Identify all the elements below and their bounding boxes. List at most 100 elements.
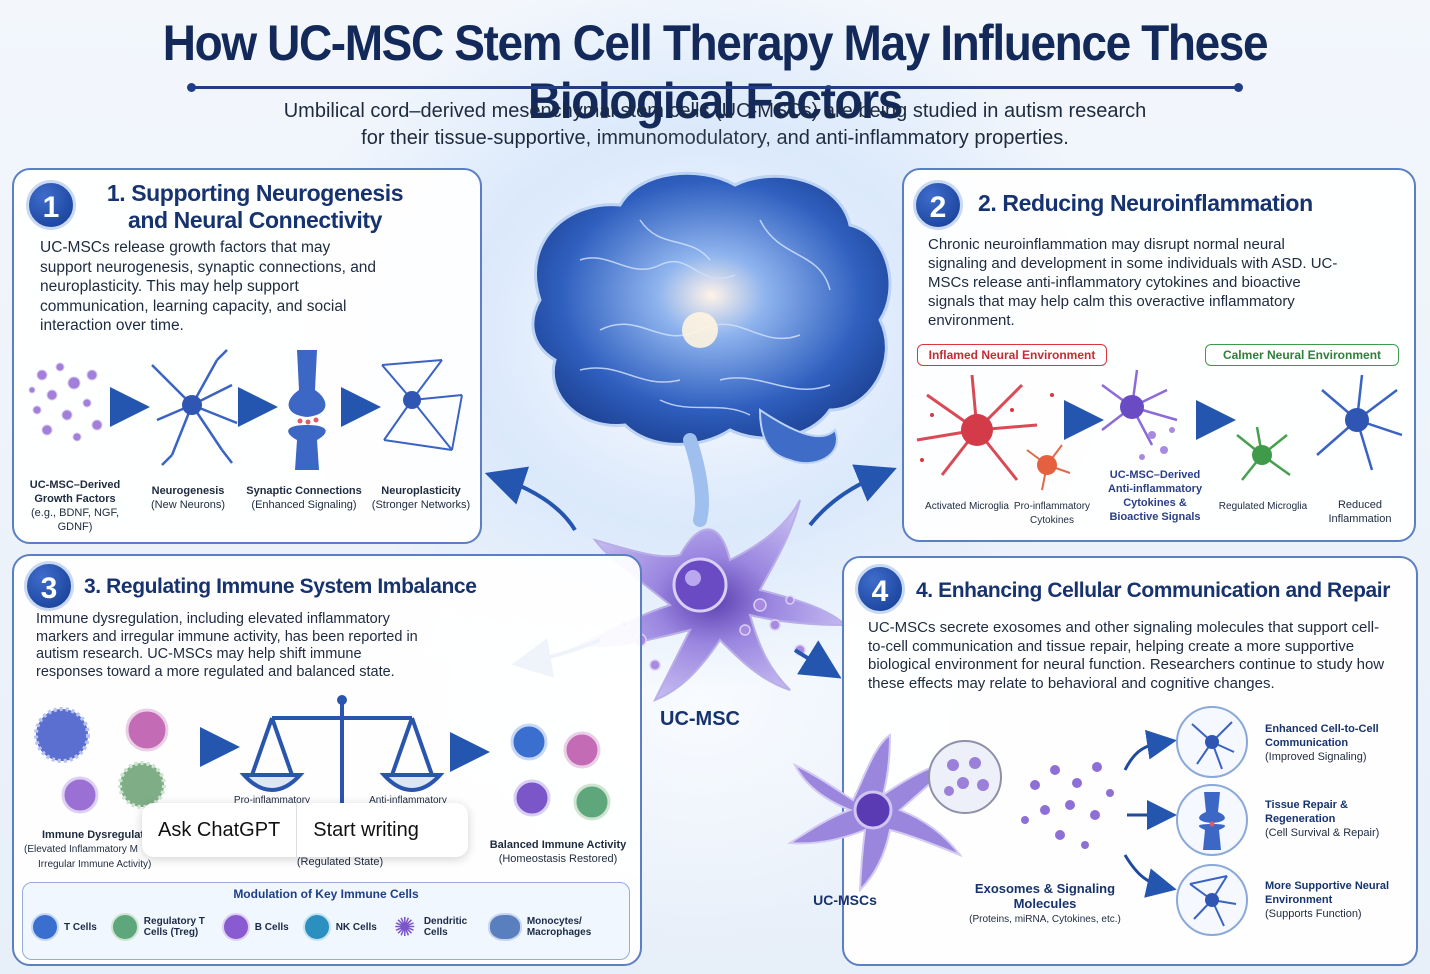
legend-label-dendritic: Dendritic Cells <box>423 916 468 938</box>
balanced-caption: Balanced Immune Activity (Homeostasis Re… <box>486 838 630 866</box>
outcome-2-title: Tissue Repair & Regeneration <box>1265 799 1348 825</box>
arrow-4c <box>1123 854 1177 898</box>
step-4-detail: (Stronger Networks) <box>371 499 471 511</box>
macrophage-icon <box>487 913 522 941</box>
signaling-molecules-icon <box>1021 762 1114 849</box>
exosome-vesicle-icon <box>928 740 1002 814</box>
panel-2-body: Chronic neuroinflammation may disrupt no… <box>928 236 1338 329</box>
title-underline <box>190 86 1240 89</box>
panel-4-number: 4 <box>855 564 905 614</box>
ask-chatgpt-button[interactable]: Ask ChatGPT <box>158 819 281 841</box>
step-neuroplasticity: Neuroplasticity (Stronger Networks) <box>368 484 474 512</box>
network-node <box>403 391 421 409</box>
tissue-repair-icon <box>1176 784 1248 856</box>
scale-left-label: Pro-inflammatory <box>233 795 311 806</box>
treg-cell-icon <box>110 913 139 941</box>
balanced-detail: (Homeostasis Restored) <box>498 853 618 865</box>
cytokine-cell-icon <box>1026 444 1071 491</box>
synapse-icon <box>288 350 326 470</box>
nk-cell-icon <box>302 913 331 941</box>
pill-calmer: Calmer Neural Environment <box>1205 344 1399 366</box>
caption-regulated-microglia: Regulated Microglia <box>1218 501 1308 512</box>
outcome-3-title: More Supportive Neural Environment <box>1265 880 1390 906</box>
neural-environment-icon <box>1176 864 1248 936</box>
uc-mscs-icon <box>786 733 963 893</box>
panel-1-title: 1. Supporting Neurogenesis and Neural Co… <box>95 180 415 234</box>
panel-2-illustration <box>916 369 1403 491</box>
legend-item-dendritic: ✺ Dendritic Cells <box>391 913 474 941</box>
legend-label-treg: Regulatory T Cells (Treg) <box>143 916 205 938</box>
pill-inflamed: Inflamed Neural Environment <box>917 344 1107 366</box>
step-1-detail: (e.g., BDNF, NGF, GDNF) <box>30 507 120 533</box>
outcome-3-detail: (Supports Function) <box>1265 908 1362 920</box>
selection-popup: Ask ChatGPT Start writing <box>142 803 468 857</box>
arrow-4a <box>1123 729 1177 771</box>
title-underline-dot-left <box>187 83 196 92</box>
b-cell-icon <box>221 913 250 941</box>
ucmscs-label: UC-MSCs <box>813 892 877 908</box>
panel-3-body: Immune dysregulation, including elevated… <box>36 611 418 680</box>
step-2-detail: (New Neurons) <box>151 499 225 511</box>
immune-cell-legend: Modulation of Key Immune Cells T Cells R… <box>22 882 630 960</box>
outcome-repair: Tissue Repair & Regeneration (Cell Survi… <box>1265 798 1410 840</box>
caption-proinflammatory: Pro-inflammatory Cytokines <box>1013 501 1091 526</box>
panel-4-illustration <box>786 729 1177 898</box>
step-1-title: UC-MSC–Derived Growth Factors <box>29 479 121 505</box>
exosome-caption: Exosomes & Signaling Molecules (Proteins… <box>950 882 1140 927</box>
legend-title: Modulation of Key Immune Cells <box>233 887 419 901</box>
healthy-neuron-icon <box>1316 374 1403 471</box>
neuron-body <box>182 395 202 415</box>
panel-1-body: UC-MSCs release growth factors that may … <box>40 239 377 334</box>
balanced-title: Balanced Immune Activity <box>489 839 627 851</box>
outcome-communication: Enhanced Cell-to-Cell Communication (Imp… <box>1265 722 1410 764</box>
panel-4-body: UC-MSCs secrete exosomes and other signa… <box>868 619 1385 692</box>
panel-1-title-line-2: and Neural Connectivity <box>127 207 383 233</box>
step-3-title: Synaptic Connections <box>246 485 362 497</box>
panel-1-illustration <box>28 349 463 470</box>
activated-microglia-icon <box>916 374 1038 481</box>
legend-item-treg: Regulatory T Cells (Treg) <box>110 913 208 941</box>
dysregulation-title: Immune Dysregulat <box>42 829 145 841</box>
caption-anti-inflammatory: UC-MSC–Derived Anti-inflammatory Cytokin… <box>1107 469 1203 523</box>
legend-item-monocytes: Monocytes/ Macrophages <box>487 913 597 941</box>
center-label: UC-MSC <box>660 708 740 730</box>
step-growth-factors: UC-MSC–Derived Growth Factors (e.g., BDN… <box>16 478 134 534</box>
legend-label-b-cells: B Cells <box>254 921 289 933</box>
legend-item-nk-cells: NK Cells <box>302 913 377 941</box>
outcome-environment: More Supportive Neural Environment (Supp… <box>1265 879 1410 921</box>
t-cell-icon <box>31 913 59 941</box>
legend-items: T Cells Regulatory T Cells (Treg) B Cell… <box>31 913 597 941</box>
panel-3-title: 3. Regulating Immune System Imbalance <box>84 575 477 598</box>
step-3-detail: (Enhanced Signaling) <box>251 499 357 511</box>
start-writing-button[interactable]: Start writing <box>313 819 419 841</box>
legend-item-t-cells: T Cells <box>31 913 97 941</box>
arrow-to-panel-4 <box>793 640 842 679</box>
panel-2-number: 2 <box>913 180 963 230</box>
legend-label-monocytes: Monocytes/ Macrophages <box>526 916 592 938</box>
neuron-icon <box>151 349 238 466</box>
balanced-cells-icon <box>510 723 611 821</box>
outcome-icons <box>1176 706 1248 936</box>
dysregulation-caption: Immune Dysregulat (Elevated Inflammatory… <box>24 828 164 872</box>
dysregulation-detail-1: (Elevated Inflammatory M <box>24 844 138 855</box>
brain-icon <box>531 171 892 527</box>
legend-label-nk-cells: NK Cells <box>335 921 377 933</box>
panel-4-title: 4. Enhancing Cellular Communication and … <box>916 579 1391 602</box>
scale-right-label: Anti-inflammatory <box>369 795 447 806</box>
uc-msc-anti-inflammatory-icon <box>1101 369 1178 446</box>
exosome-title: Exosomes & Signaling Molecules <box>974 881 1116 911</box>
panel-neurogenesis <box>12 168 482 544</box>
step-synaptic: Synaptic Connections (Enhanced Signaling… <box>244 484 364 512</box>
outcome-2-detail: (Cell Survival & Repair) <box>1265 827 1380 839</box>
title-underline-dot-right <box>1234 83 1243 92</box>
legend-item-b-cells: B Cells <box>221 913 289 941</box>
regulated-microglia-icon <box>1236 426 1291 481</box>
arrow-to-panel-1 <box>484 466 577 532</box>
growth-factors-icon <box>28 362 103 442</box>
scale-caption: (Regulated State) <box>296 856 384 868</box>
subtitle-line-1: Umbilical cord–derived mesenchymal stem … <box>283 100 1147 122</box>
scale-pivot <box>337 695 347 705</box>
step-4-title: Neuroplasticity <box>381 485 461 497</box>
step-2-title: Neurogenesis <box>151 485 225 497</box>
